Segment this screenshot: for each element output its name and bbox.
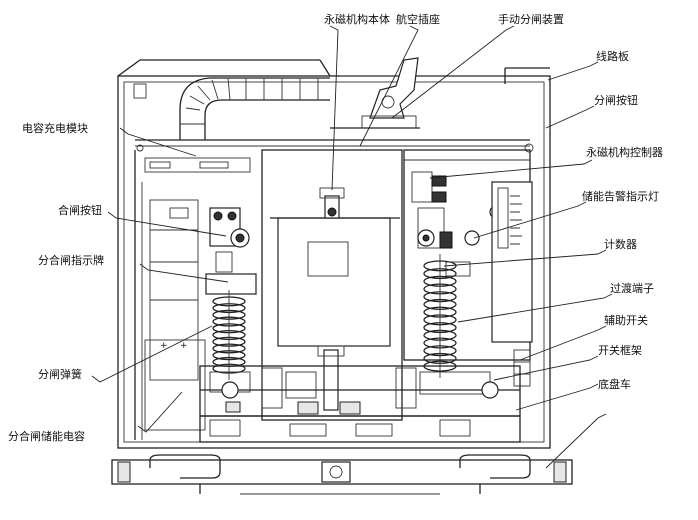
label-chassis: 底盘车 [598,377,631,391]
cable-drag-chain [179,77,330,140]
close-button-assembly [209,207,250,273]
label-open-button: 分闸按钮 [594,93,638,107]
leader-lines [91,25,613,469]
indicator-plate [205,273,257,295]
label-indicator-plate: 分合闸指示牌 [38,253,104,267]
label-counter: 计数器 [604,238,637,251]
label-transition-terminal: 过渡端子 [610,281,654,295]
callout-labels: 永磁机构本体 航空插座 手动分闸装置 线路板 电容充电模块 分闸按钮 永磁机构控… [8,12,663,443]
open-spring-right [423,254,457,378]
left-section: + + [134,150,206,440]
magnet-body [261,149,403,421]
label-open-spring: 分闸弹簧 [38,367,82,381]
label-air-socket: 航空插座 [396,12,440,26]
svg-text:+: + [160,341,168,351]
label-close-button: 合闸按钮 [58,203,102,217]
right-section [403,149,533,387]
label-magnet-body: 永磁机构本体 [324,12,390,26]
label-storage-lamp: 储能告警指示灯 [582,189,659,203]
label-controller: 永磁机构控制器 [586,145,663,159]
open-spring-left [212,290,246,380]
svg-text:+: + [180,341,188,351]
label-aux-switch: 辅助开关 [604,313,648,327]
label-storage-capacitor: 分合闸储能电容 [8,429,85,443]
bottom-mechanism [199,365,521,417]
label-capacitor-charge: 电容充电模块 [22,121,88,135]
manual-open-device [330,57,420,129]
label-switch-frame: 开关框架 [598,343,642,357]
switch-frame [199,415,521,443]
label-manual-open: 手动分闸装置 [498,12,564,26]
chassis-truck [111,454,573,495]
label-line-board: 线路板 [596,49,629,63]
capacitor-charge-module [144,157,251,173]
cabinet-frame [117,59,551,449]
